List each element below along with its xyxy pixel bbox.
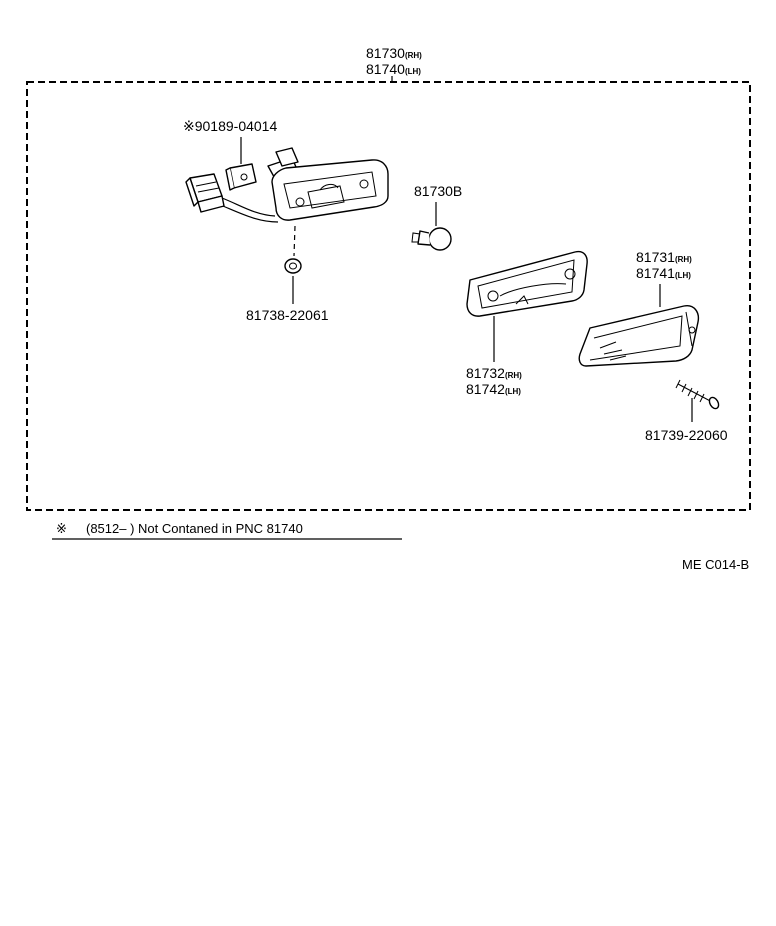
diagram-code: ME C014-B (682, 557, 749, 572)
screw-part (675, 379, 720, 410)
lens-part (578, 305, 700, 367)
gasket-part (284, 258, 302, 274)
assembly-callout-rh: 81730(RH) (366, 45, 422, 61)
footnote-text: (8512– ) Not Contaned in PNC 81740 (86, 521, 303, 536)
lamp-body-callout-lh: 81742(LH) (466, 381, 521, 397)
bulb-part (411, 227, 452, 251)
socket-harness-part (185, 147, 301, 223)
lens-callout-lh: 81741(LH) (636, 265, 691, 281)
lamp-holder-part (271, 159, 389, 221)
footnote-symbol: ※ (56, 521, 67, 536)
lamp-body-part (466, 250, 588, 317)
bulb-callout: 81730B (414, 183, 462, 199)
assembly-frame (26, 81, 751, 511)
assembly-callout-lh: 81740(LH) (366, 61, 421, 77)
clip-part (225, 163, 257, 191)
gasket-centerline (293, 225, 296, 257)
lamp-body-callout-rh: 81732(RH) (466, 365, 522, 381)
screw-callout: 81739-22060 (645, 427, 728, 443)
lens-callout-rh: 81731(RH) (636, 249, 692, 265)
gasket-callout: 81738-22061 (246, 307, 329, 323)
clip-callout: ※90189-04014 (183, 118, 277, 134)
